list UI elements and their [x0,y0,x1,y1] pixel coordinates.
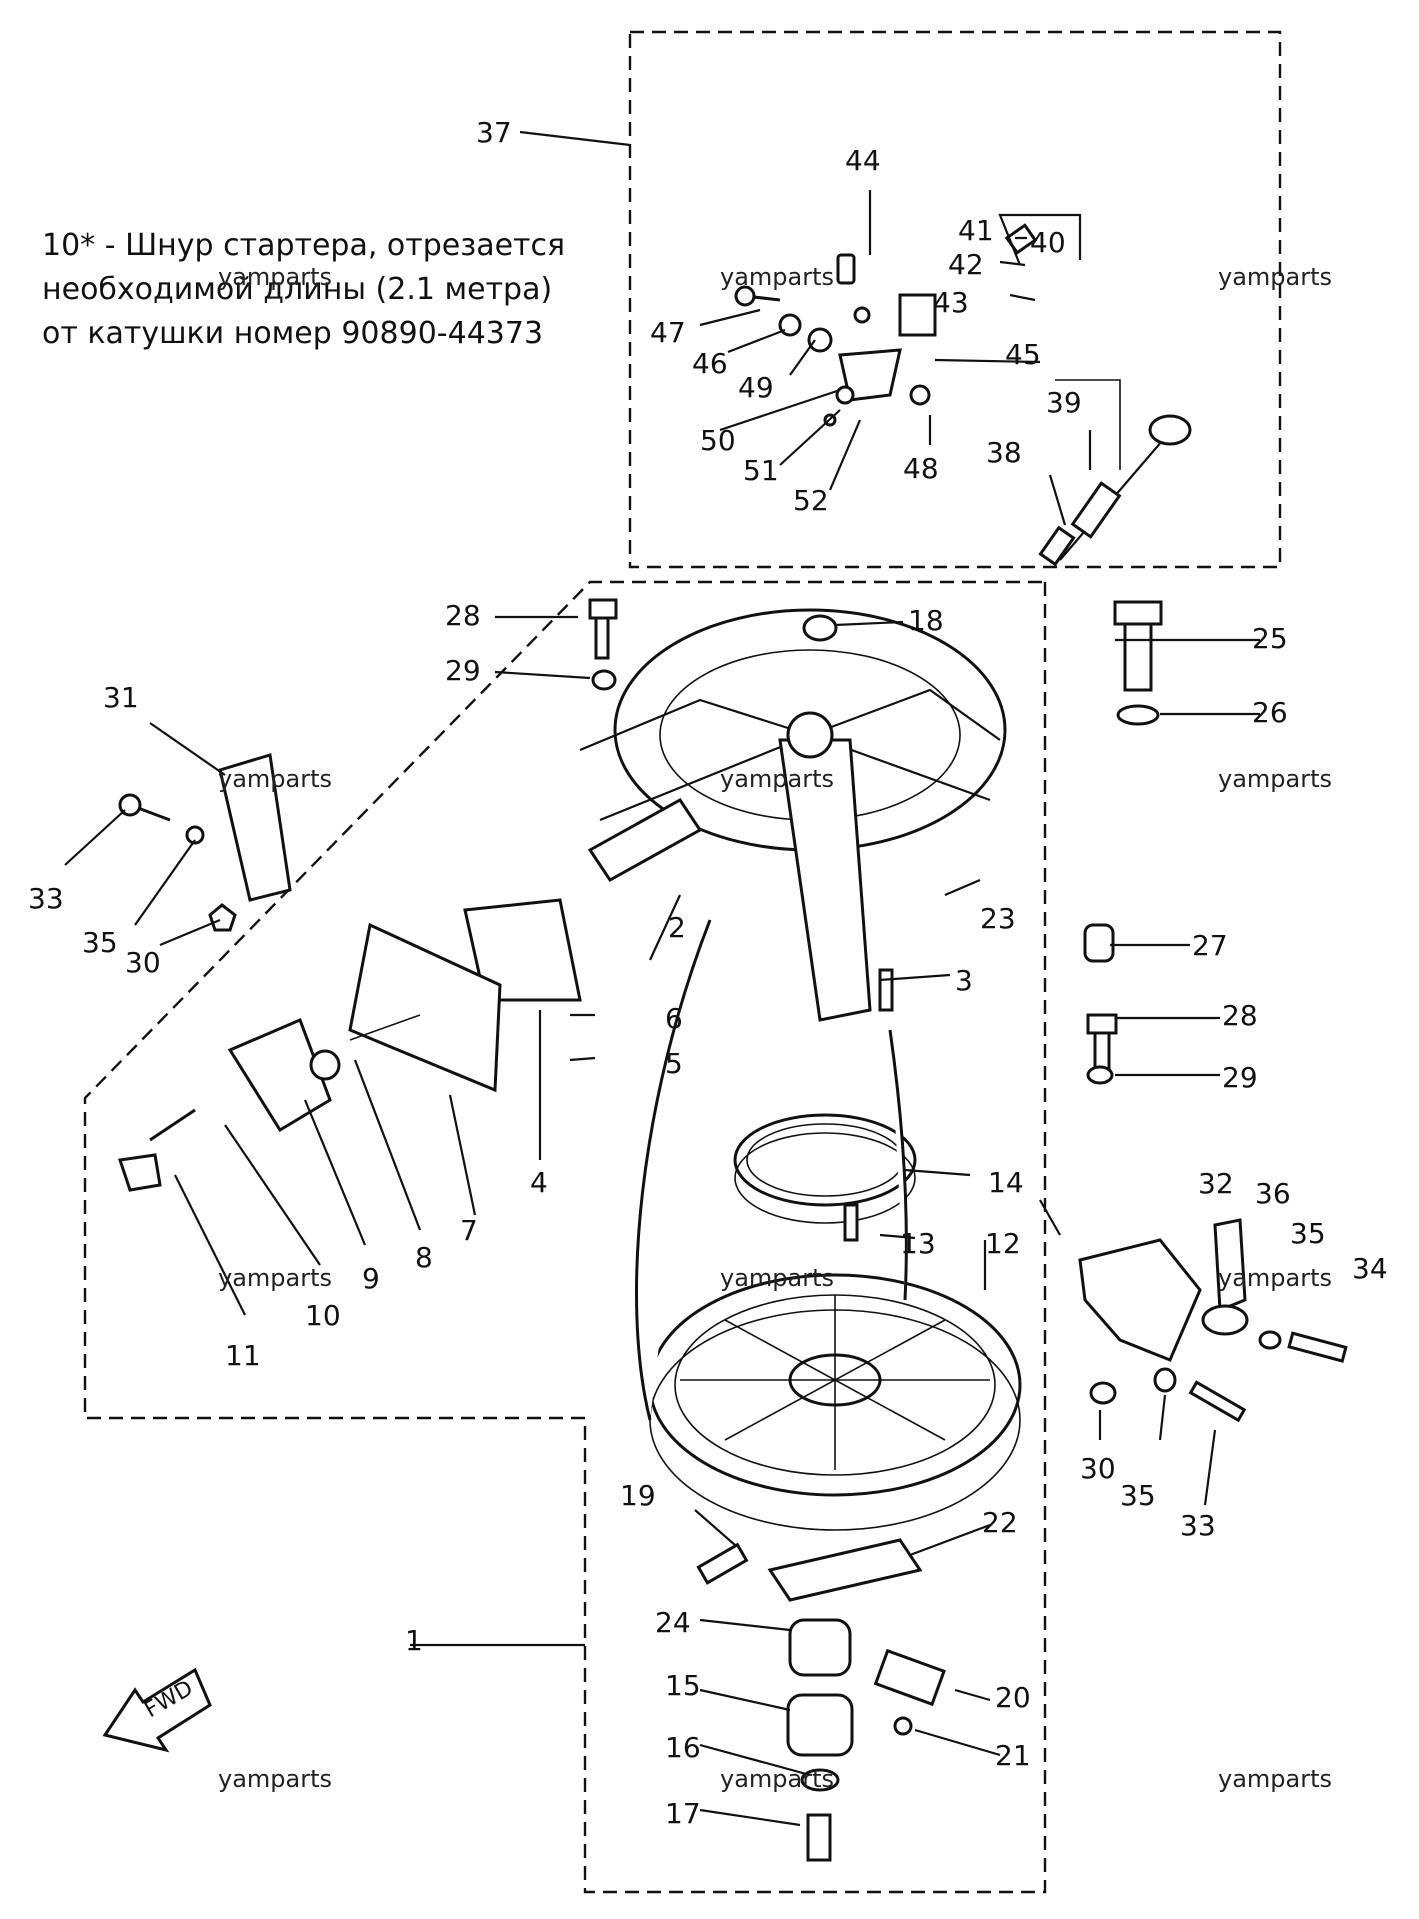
callout-34: 34 [1352,1252,1388,1285]
callout-28-top: 28 [445,599,481,632]
callout-25: 25 [1252,622,1288,655]
callout-17: 17 [665,1797,701,1830]
callout-36: 36 [1255,1177,1291,1210]
callout-30-right: 30 [1080,1452,1116,1485]
callout-5: 5 [665,1047,683,1080]
right-lever-assembly [1078,1218,1348,1423]
callout-13: 13 [900,1227,936,1260]
callout-32: 32 [1198,1167,1234,1200]
callout-43: 43 [933,286,969,319]
callout-35-right: 35 [1290,1217,1326,1250]
callout-6: 6 [665,1002,683,1035]
callout-35-bottom: 35 [1120,1479,1156,1512]
note-line-2: необходимой длины (2.1 метра) [42,272,553,307]
callout-15: 15 [665,1669,701,1702]
callout-18: 18 [908,604,944,637]
left-bracket [118,753,292,932]
watermark: yamparts [218,765,333,793]
callout-26: 26 [1252,696,1288,729]
callout-30-left: 30 [125,946,161,979]
callout-22: 22 [982,1506,1018,1539]
callout-1: 1 [405,1624,423,1657]
callout-19: 19 [620,1479,656,1512]
callout-11: 11 [225,1339,261,1372]
callout-46: 46 [692,347,728,380]
callout-27: 27 [1192,929,1228,962]
top-bolts [588,598,838,691]
note-line-1: 10* - Шнур стартера, отрезается [42,228,566,263]
callout-41: 41 [958,214,994,247]
callout-10: 10 [305,1299,341,1332]
callout-23: 23 [980,902,1016,935]
watermark: yamparts [720,1765,835,1793]
callout-49: 49 [738,371,774,404]
callout-39: 39 [1046,386,1082,419]
spiral-spring [733,1113,917,1224]
callout-3: 3 [955,964,973,997]
fwd-arrow: FWD [102,1667,212,1753]
callout-9: 9 [362,1262,380,1295]
callout-31: 31 [103,681,139,714]
callout-21: 21 [995,1739,1031,1772]
watermark: yamparts [720,1264,835,1292]
callout-51: 51 [743,454,779,487]
callout-33-right: 33 [1180,1509,1216,1542]
callout-52: 52 [793,484,829,517]
callout-29-top: 29 [445,654,481,687]
watermark: yamparts [720,263,835,291]
callout-2: 2 [668,911,686,944]
callout-47: 47 [650,316,686,349]
watermark: yamparts [1218,1264,1333,1292]
watermark: yamparts [1218,1765,1333,1793]
callout-38: 38 [986,436,1022,469]
starter-cable [994,55,1250,567]
callout-44: 44 [845,144,881,177]
callout-7: 7 [460,1214,478,1247]
callout-24: 24 [655,1606,691,1639]
watermark: yamparts [218,1264,333,1292]
watermark: yamparts [218,263,333,291]
callout-4: 4 [530,1166,548,1199]
callout-numbers: 37 44 41 40 42 43 47 45 46 49 39 50 38 5… [28,116,1388,1830]
cable-bracket-hardware [734,223,1038,427]
watermark: yamparts [218,1765,333,1793]
callout-37: 37 [476,116,512,149]
note-line-3: от катушки номер 90890-44373 [42,316,544,351]
callout-42: 42 [948,248,984,281]
callout-40: 40 [1030,226,1066,259]
callout-16: 16 [665,1731,701,1764]
callout-14: 14 [988,1166,1024,1199]
watermark: yamparts [1218,765,1333,793]
callout-28-right: 28 [1222,999,1258,1032]
leader-lines [64,130,1260,1827]
right-bolts [1083,600,1163,1085]
starter-housing [579,608,1007,1022]
starter-handle-assembly [118,898,582,1192]
callout-20: 20 [995,1681,1031,1714]
callout-45: 45 [1005,338,1041,371]
sheave-drum [648,1273,1022,1531]
starter-assembly-boundary [83,580,1047,1894]
watermark: yamparts [720,765,835,793]
starter-cord-note: 10* - Шнур стартера, отрезается необходи… [42,224,565,356]
callout-35-left: 35 [82,926,118,959]
callout-29-right: 29 [1222,1061,1258,1094]
callout-48: 48 [903,452,939,485]
callout-50: 50 [700,424,736,457]
callout-8: 8 [415,1241,433,1274]
watermark: yamparts [1218,263,1333,291]
cable-assembly-boundary [628,30,1282,569]
callout-33-left: 33 [28,882,64,915]
callout-12: 12 [985,1227,1021,1260]
